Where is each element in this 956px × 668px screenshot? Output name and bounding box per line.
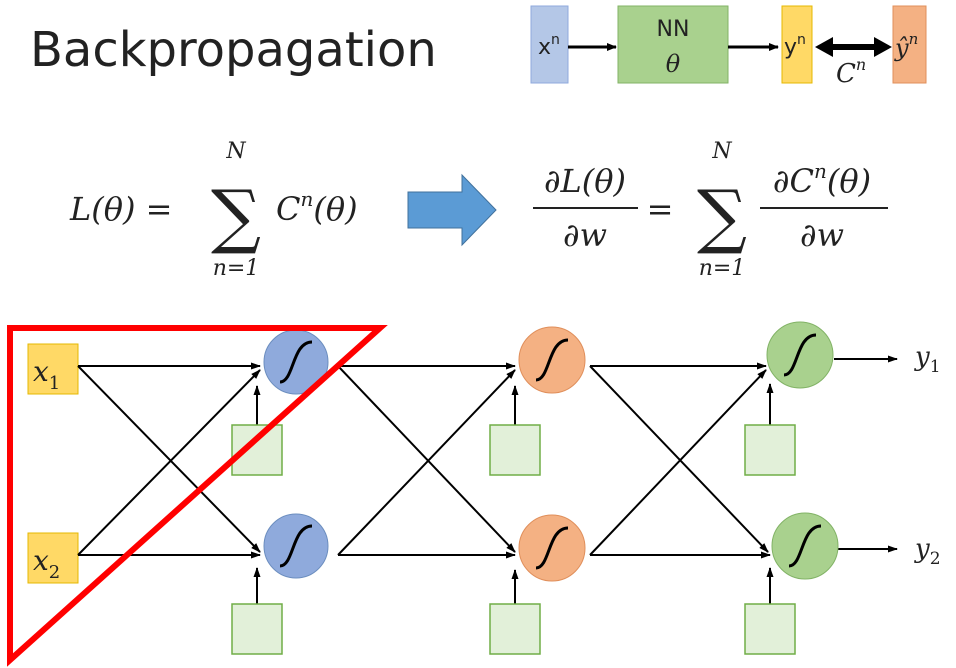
neuron-l3-n2 xyxy=(771,512,839,580)
term-denominator: ∂w xyxy=(800,216,844,254)
neuron-l2-n1 xyxy=(518,326,586,394)
connections xyxy=(77,355,898,604)
target-box xyxy=(892,5,927,84)
implies-arrow xyxy=(407,173,497,247)
term-numerator: ∂Cn(θ) xyxy=(773,159,871,200)
neuron-l2-n2 xyxy=(518,514,586,582)
sum-upper-left: N xyxy=(225,139,246,164)
highlight-triangle xyxy=(7,325,388,667)
bias-box-l2-n2 xyxy=(489,603,541,655)
sum-symbol-right: ∑ xyxy=(697,175,747,257)
gradient-equals: = xyxy=(647,190,674,228)
input-node-x2-label: x2 xyxy=(33,544,60,583)
neuron-l1-n2 xyxy=(263,513,329,579)
input-node-x1-label: x1 xyxy=(33,355,60,394)
model-box xyxy=(617,5,729,84)
cost-double-arrow xyxy=(815,37,892,57)
model-param: θ xyxy=(666,50,681,78)
bias-box-l1-n1 xyxy=(231,424,283,476)
pipeline-diagram: xn NN θ yn Cn ŷn xyxy=(530,5,927,89)
sum-lower-right: n=1 xyxy=(699,256,746,281)
sum-lower-left: n=1 xyxy=(213,256,260,281)
output-y1-label: y1 xyxy=(914,342,941,377)
output-y2-label: y2 xyxy=(914,534,941,569)
sum-upper-right: N xyxy=(711,139,732,164)
bias-box-l3-n1 xyxy=(744,424,796,476)
gradient-numerator: ∂L(θ) xyxy=(544,162,626,200)
bias-box-l3-n2 xyxy=(744,603,796,655)
neural-network: x1 x2 xyxy=(27,321,941,655)
target-label: ŷn xyxy=(894,30,918,62)
gradient-equation: ∂L(θ) ∂w = N ∑ n=1 ∂Cn(θ) ∂w xyxy=(533,139,888,281)
bias-box-l2-n1 xyxy=(489,424,541,476)
input-node-x1 xyxy=(27,343,79,395)
bias-box-l1-n2 xyxy=(231,603,283,655)
loss-term: Cn(θ) xyxy=(276,187,358,228)
input-node-x2 xyxy=(27,532,79,584)
input-box xyxy=(530,5,569,84)
model-label: NN xyxy=(657,17,690,42)
gradient-denominator: ∂w xyxy=(563,216,607,254)
loss-equation: L(θ) = N ∑ n=1 Cn(θ) xyxy=(69,139,358,281)
neuron-l3-n1 xyxy=(766,321,834,389)
output-box xyxy=(781,5,813,84)
slide-title: Backpropagation xyxy=(30,22,437,78)
output-label: yn xyxy=(784,32,806,60)
sum-symbol-left: ∑ xyxy=(211,175,261,257)
cost-label: Cn xyxy=(836,55,866,89)
input-label: xn xyxy=(538,32,560,60)
loss-lhs: L(θ) = xyxy=(69,190,172,228)
